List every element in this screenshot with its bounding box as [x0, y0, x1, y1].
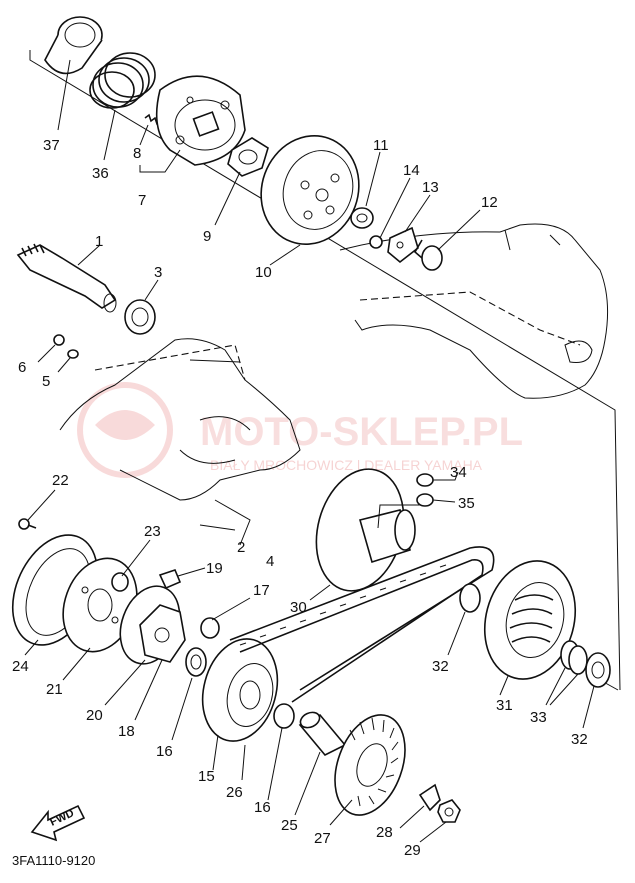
callout-30: 30	[290, 599, 307, 616]
part-10-clutch-housing	[260, 134, 360, 246]
watermark-subtitle: BIAŁY MROCHOWICZ | DEALER YAMAHA	[210, 457, 483, 473]
part-30-secondary-sheave	[315, 468, 416, 592]
callout-27: 27	[314, 830, 331, 847]
part-13-plate	[387, 226, 419, 264]
callout-25: 25	[281, 817, 298, 834]
v-belt	[229, 546, 495, 703]
diagram-code: 3FA1110-9120	[12, 853, 95, 868]
part-16-bearing-b	[273, 703, 295, 729]
callout-8: 8	[133, 145, 141, 162]
callout-9: 9	[203, 228, 211, 245]
part-35-collar	[416, 493, 434, 507]
part-32-seal-a	[459, 583, 481, 613]
part-7-clutch-carrier	[155, 75, 246, 166]
callout-16a: 16	[156, 743, 173, 760]
callout-26: 26	[226, 784, 243, 801]
part-15-primary-sheave	[201, 638, 279, 742]
callout-labels: 1 3 6 5 37 36 8 7 9 10 11 14 13 12 34 35…	[12, 137, 588, 859]
callout-35: 35	[458, 495, 475, 512]
part-18-slider	[139, 604, 186, 663]
part-25-collar	[298, 711, 347, 756]
callout-17: 17	[253, 582, 270, 599]
callout-21: 21	[46, 681, 63, 698]
part-32-seal-b	[585, 652, 611, 688]
callout-19: 19	[206, 560, 223, 577]
part-33-washers	[560, 640, 588, 675]
callout-7: 7	[138, 192, 146, 209]
callout-15: 15	[198, 768, 215, 785]
part-14-bolt	[369, 235, 383, 249]
callout-23: 23	[144, 523, 161, 540]
part-19-slider-piece	[158, 569, 182, 590]
part-11-nut	[350, 207, 374, 229]
part-29-nut	[437, 799, 461, 823]
part-17-weight	[200, 617, 220, 639]
callout-37: 37	[43, 137, 60, 154]
callout-32a: 32	[432, 658, 449, 675]
part-12-collar	[413, 239, 443, 271]
part-3-bearing	[124, 299, 156, 335]
leader-lines	[24, 59, 595, 843]
callout-32b: 32	[571, 731, 588, 748]
callout-6: 6	[18, 359, 26, 376]
callout-24: 24	[12, 658, 29, 675]
callout-11: 11	[373, 137, 389, 154]
callout-4: 4	[266, 553, 274, 570]
callout-10: 10	[255, 264, 272, 281]
part-1-primary-shaft	[16, 243, 117, 313]
callout-18: 18	[118, 723, 135, 740]
part-34-pin	[416, 473, 434, 487]
callout-22: 22	[52, 472, 69, 489]
part-23-bearing	[111, 572, 129, 592]
part-37-clutch-housing-cup	[44, 16, 103, 75]
part-22-bolt	[18, 518, 37, 530]
callout-34: 34	[450, 464, 467, 481]
callout-33: 33	[530, 709, 547, 726]
callout-14: 14	[403, 162, 420, 179]
fwd-arrow-icon: FWD	[30, 804, 86, 842]
callout-28: 28	[376, 824, 393, 841]
part-28-washer	[418, 783, 441, 812]
watermark: MOTO-SKLEP.PL BIAŁY MROCHOWICZ | DEALER …	[77, 382, 523, 478]
callout-36: 36	[92, 165, 109, 182]
watermark-logo-icon	[77, 382, 173, 478]
watermark-title: MOTO-SKLEP.PL	[200, 410, 523, 454]
callout-13: 13	[422, 179, 439, 196]
part-36-spring	[89, 52, 156, 109]
part-9-nut	[227, 137, 269, 177]
callout-2: 2	[237, 539, 245, 556]
callout-31: 31	[496, 697, 513, 714]
callout-3: 3	[154, 264, 162, 281]
callout-20: 20	[86, 707, 103, 724]
part-16-bearing-a	[185, 647, 207, 677]
callout-5: 5	[42, 373, 50, 390]
callout-29: 29	[404, 842, 421, 859]
part-27-fan-sheave	[334, 714, 406, 816]
part-6-bolt	[53, 334, 65, 346]
crankcase-outline	[59, 338, 301, 546]
callout-12: 12	[481, 194, 498, 211]
part-31-clutch-assembly	[483, 560, 577, 680]
callout-16b: 16	[254, 799, 271, 816]
crankcase-cover-outline	[339, 223, 609, 399]
callout-1: 1	[95, 233, 103, 250]
part-5-washer	[67, 349, 79, 359]
